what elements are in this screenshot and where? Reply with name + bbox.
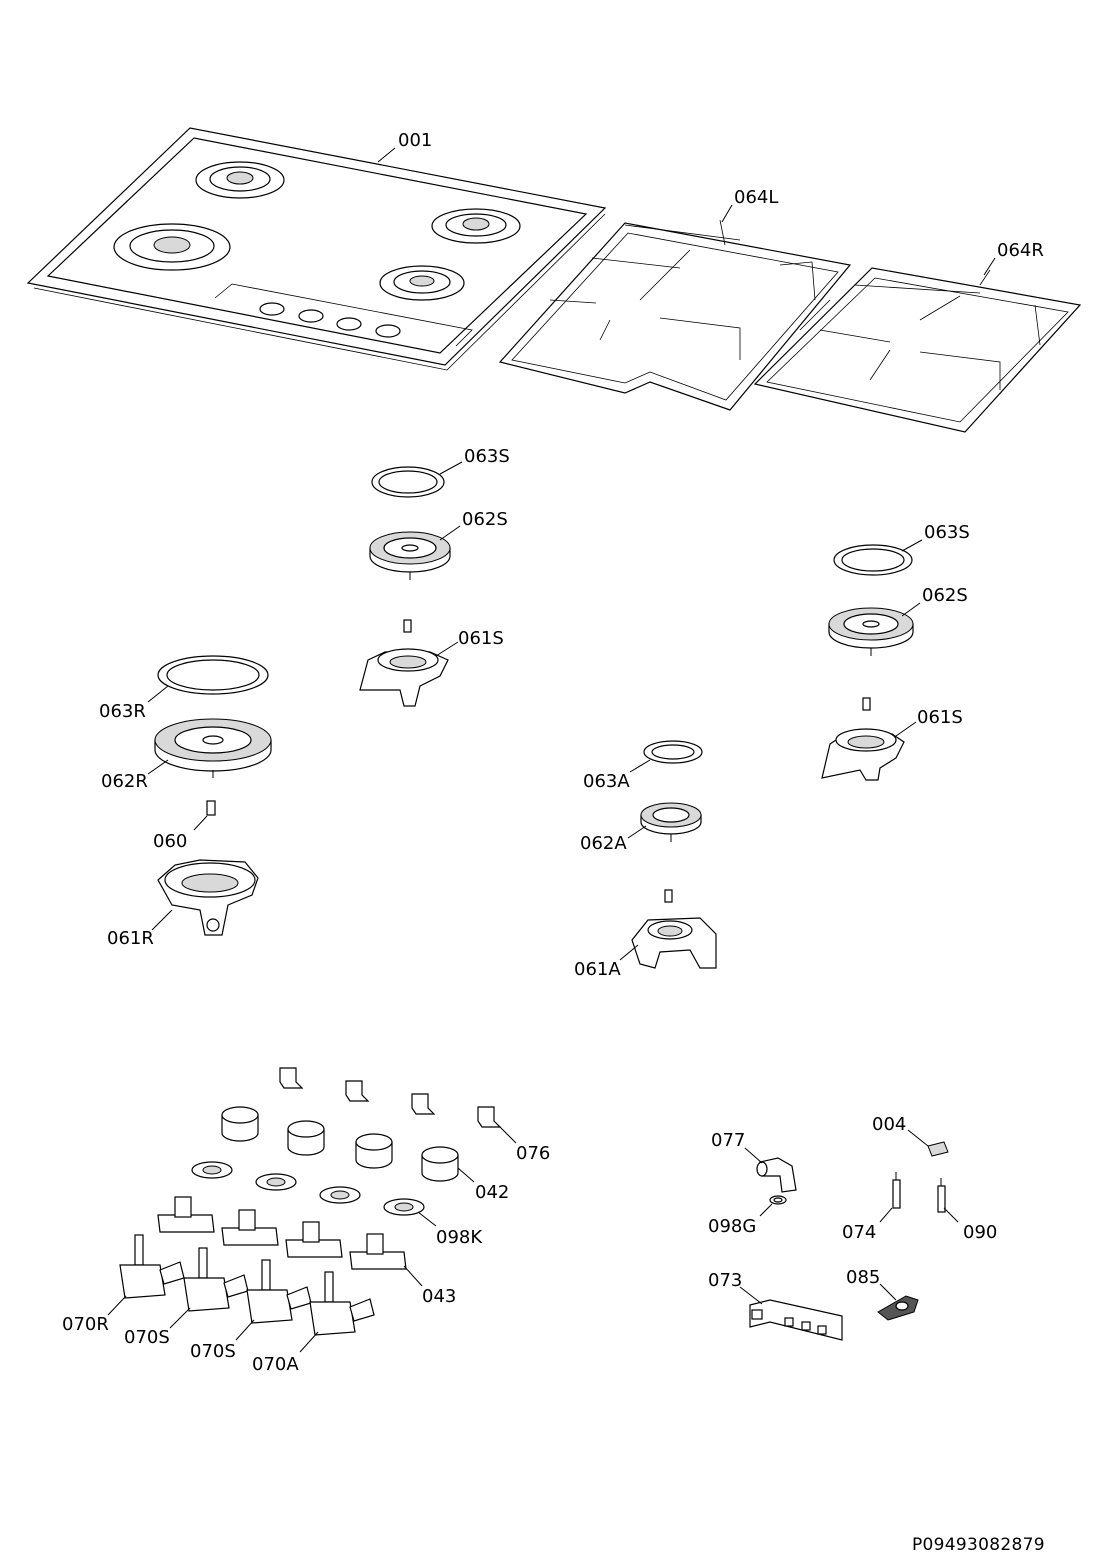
hob-leader: [377, 147, 396, 163]
crown-r-label: 062R: [101, 771, 148, 792]
elbow-leader: [744, 1147, 763, 1164]
cable-clip-leader: [879, 1283, 897, 1301]
grid-right-label: 064R: [997, 240, 1044, 261]
tap-s1-leader: [169, 1307, 191, 1329]
control-knobs: [221, 1106, 459, 1182]
cap-s1-label: 063S: [464, 446, 510, 467]
cap-s2-label: 063S: [924, 522, 970, 543]
burner-crown-auxiliary: [640, 802, 702, 842]
cap-s1-leader: [439, 461, 463, 475]
spring-leader: [497, 1124, 517, 1144]
thermocouple-label: 074: [842, 1222, 876, 1243]
injector-leader: [193, 815, 208, 831]
body-s2-leader: [895, 721, 917, 737]
seal-leader: [759, 1203, 773, 1217]
burner-body-auxiliary: [631, 889, 717, 969]
burner-crown-rapid: [154, 718, 272, 778]
holder-leader: [403, 1265, 423, 1287]
body-r-label: 061R: [107, 928, 154, 949]
grid-left-label: 064L: [734, 187, 778, 208]
clip-leader: [907, 1129, 929, 1147]
crown-s1-leader: [439, 525, 461, 541]
bezel-label: 098K: [436, 1227, 483, 1248]
clip: [927, 1141, 949, 1157]
cap-a-leader: [629, 759, 651, 773]
body-s1-leader: [435, 641, 459, 657]
burner-crown-semi-rapid-1: [369, 531, 451, 580]
knob-label: 042: [475, 1182, 509, 1203]
ignition-module: [749, 1299, 843, 1341]
grid-right-leader: [983, 257, 996, 276]
cap-s2-leader: [901, 539, 923, 552]
tap-a-label: 070A: [252, 1354, 299, 1375]
burner-cap-rapid: [157, 655, 269, 695]
body-a-leader: [619, 944, 639, 961]
seal-washer: [769, 1195, 787, 1205]
body-s1-label: 061S: [458, 628, 504, 649]
thermocouple-leader: [879, 1207, 893, 1223]
bezel-leader: [417, 1211, 437, 1227]
cap-a-label: 063A: [583, 771, 630, 792]
crown-r-leader: [147, 759, 169, 775]
holder-label: 043: [422, 1286, 456, 1307]
body-s2-label: 061S: [917, 707, 963, 728]
electrode-label: 090: [963, 1222, 997, 1243]
pan-support-left: [498, 219, 852, 411]
body-r-leader: [151, 909, 173, 931]
hob-cooktop: [26, 127, 607, 371]
tap-s2-label: 070S: [190, 1341, 236, 1362]
injector: [206, 800, 216, 816]
elbow-label: 077: [711, 1130, 745, 1151]
knob-bezels: [191, 1161, 425, 1216]
tap-r-label: 070R: [62, 1314, 109, 1335]
gas-taps: [119, 1234, 375, 1336]
pan-support-right: [753, 267, 1082, 433]
crown-a-label: 062A: [580, 833, 627, 854]
thermocouple: [892, 1172, 901, 1209]
module-leader: [739, 1286, 763, 1305]
burner-cap-semi-rapid-1: [371, 466, 445, 498]
spring-label: 076: [516, 1143, 550, 1164]
crown-s1-label: 062S: [462, 509, 508, 530]
burner-body-semi-rapid-1: [359, 619, 449, 707]
crown-s2-leader: [901, 602, 921, 617]
tap-a-leader: [299, 1331, 319, 1353]
module-label: 073: [708, 1270, 742, 1291]
document-code: P09493082879: [912, 1535, 1045, 1555]
tap-s2-leader: [235, 1319, 255, 1341]
burner-cap-semi-rapid-2: [833, 544, 913, 576]
ignition-electrode: [937, 1178, 946, 1213]
cable-clip-label: 085: [846, 1267, 880, 1288]
burner-body-rapid: [157, 859, 259, 936]
burner-body-semi-rapid-2: [821, 697, 905, 781]
knob-springs: [279, 1067, 502, 1128]
seal-label: 098G: [708, 1216, 756, 1237]
knob-leader: [457, 1167, 475, 1183]
body-a-label: 061A: [574, 959, 621, 980]
cap-r-leader: [147, 685, 169, 703]
injector-label: 060: [153, 831, 187, 852]
cap-r-label: 063R: [99, 701, 146, 722]
crown-a-leader: [627, 825, 647, 839]
crown-s2-label: 062S: [922, 585, 968, 606]
tap-r-leader: [107, 1295, 127, 1316]
clip-label: 004: [872, 1114, 906, 1135]
burner-crown-semi-rapid-2: [828, 607, 914, 656]
electrode-leader: [943, 1207, 959, 1223]
cable-clip: [877, 1295, 919, 1321]
burner-cap-auxiliary: [643, 740, 703, 764]
hob-label: 001: [398, 130, 432, 151]
gas-inlet-elbow: [756, 1157, 797, 1193]
tap-s1-label: 070S: [124, 1327, 170, 1348]
thermocouple-holders: [157, 1196, 407, 1270]
grid-left-leader: [721, 204, 733, 223]
